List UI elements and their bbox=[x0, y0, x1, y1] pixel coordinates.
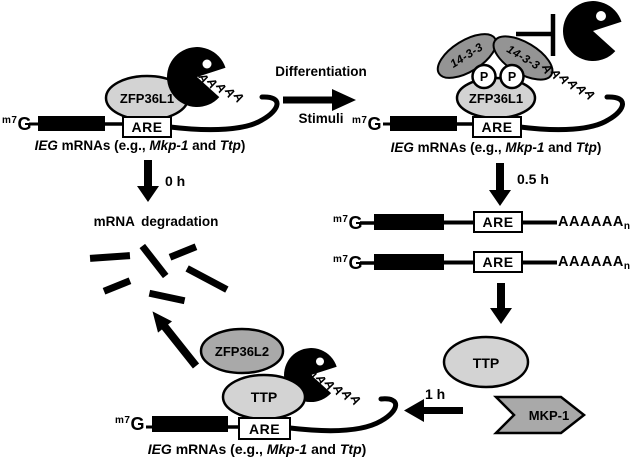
arrow-upleft-degradation bbox=[152, 311, 200, 369]
mrna-loop-curve bbox=[167, 94, 280, 133]
cap-g: G bbox=[367, 114, 382, 134]
exon-bar bbox=[38, 116, 105, 131]
ieg-caption-part: Mkp-1 bbox=[505, 140, 545, 155]
ieg-caption-part: Mkp-1 bbox=[266, 441, 308, 457]
exon-bar bbox=[390, 116, 457, 131]
arrow-down-05h bbox=[489, 163, 511, 206]
arrow-left-1h bbox=[404, 399, 463, 422]
ieg-caption-bottom: IEG mRNAs (e.g., Mkp-1 and Ttp) bbox=[112, 441, 402, 457]
cap-m7g: m7G bbox=[333, 251, 362, 272]
ttp-label: TTP bbox=[472, 355, 500, 371]
ieg-caption-part: Ttp bbox=[339, 441, 362, 457]
ieg-caption-part: Mkp-1 bbox=[149, 138, 189, 153]
exon-bar bbox=[152, 416, 228, 432]
pacman-exonuclease-icon bbox=[562, 1, 622, 62]
exon-bar bbox=[374, 254, 444, 270]
are-label: ARE bbox=[482, 214, 514, 230]
zfp36l1-label: ZFP36L1 bbox=[468, 91, 524, 106]
ieg-caption-part: ) bbox=[240, 138, 246, 153]
zfp36l1-label: ZFP36L1 bbox=[119, 91, 175, 106]
exon-bar bbox=[374, 214, 444, 230]
polya-letters: AAAAAA bbox=[558, 254, 624, 270]
ieg-caption-topright: IEG mRNAs (e.g., Mkp-1 and Ttp) bbox=[378, 140, 614, 155]
cap-g: G bbox=[17, 114, 32, 134]
ieg-caption-part: ) bbox=[596, 140, 602, 155]
pacman-eye-icon bbox=[202, 59, 212, 69]
cap-m7-sup: m7 bbox=[352, 115, 368, 126]
differentiation-label: Differentiation bbox=[275, 64, 367, 79]
mrna-degradation-label: mRNA degradation bbox=[93, 214, 219, 229]
cap-m7-sup: m7 bbox=[333, 254, 349, 265]
rna-fragment bbox=[102, 277, 132, 295]
phosphate-label: P bbox=[507, 69, 517, 84]
ieg-caption-part: and bbox=[544, 140, 576, 155]
are-box: ARE bbox=[472, 116, 522, 138]
are-label: ARE bbox=[482, 254, 514, 270]
rna-fragment bbox=[139, 243, 169, 279]
phosphate-circle bbox=[499, 63, 525, 90]
phosphate-label: P bbox=[479, 69, 489, 84]
cap-g: G bbox=[348, 213, 363, 233]
zfp36l2-label: ZFP36L2 bbox=[214, 344, 270, 359]
ieg-caption-topleft: IEG mRNAs (e.g., Mkp-1 and Ttp) bbox=[6, 138, 274, 153]
ieg-caption-part: mRNAs (e.g., bbox=[57, 138, 150, 153]
ttp-label: TTP bbox=[250, 389, 278, 405]
arrow-down-mid bbox=[490, 283, 512, 324]
are-label: ARE bbox=[131, 119, 163, 135]
rna-fragment bbox=[185, 265, 229, 293]
pacman-eye-icon bbox=[596, 11, 606, 21]
differentiation-arrow bbox=[283, 89, 356, 111]
mrna-loop-curve bbox=[517, 94, 625, 133]
are-box: ARE bbox=[122, 116, 172, 138]
ieg-caption-part: IEG bbox=[147, 441, 172, 457]
cap-m7g: m7G bbox=[2, 112, 31, 133]
cap-g: G bbox=[348, 253, 363, 273]
ieg-caption-part: mRNAs (e.g., bbox=[413, 140, 506, 155]
cap-m7-sup: m7 bbox=[115, 415, 131, 426]
zfp36l2-oval bbox=[199, 327, 285, 375]
arrow-down-0h bbox=[137, 160, 159, 202]
are-box: ARE bbox=[473, 251, 523, 273]
polya-subscript-n: n bbox=[623, 261, 631, 272]
polya-subscript-n: n bbox=[623, 221, 631, 232]
rna-fragment bbox=[168, 243, 198, 261]
phosphate-circle bbox=[471, 63, 497, 90]
rna-fragment bbox=[89, 252, 131, 262]
stimuli-label: Stimuli bbox=[298, 111, 344, 126]
time-label-1h: 1 h bbox=[425, 386, 446, 402]
pacman-eye-icon bbox=[316, 357, 324, 366]
ieg-caption-part: and bbox=[188, 138, 220, 153]
mkp1-banner bbox=[492, 395, 587, 435]
mrna-loop-curve bbox=[287, 396, 399, 434]
ieg-caption-part: mRNAs (e.g., bbox=[171, 441, 267, 457]
are-label: ARE bbox=[481, 119, 513, 135]
cap-g: G bbox=[130, 414, 145, 434]
mkp1-label: MKP-1 bbox=[528, 408, 570, 423]
cap-m7g: m7G bbox=[333, 211, 362, 232]
ieg-caption-part: Ttp bbox=[219, 138, 241, 153]
time-label-05h: 0.5 h bbox=[517, 171, 549, 187]
rna-fragment bbox=[148, 289, 186, 305]
ieg-caption-part: ) bbox=[361, 441, 367, 457]
are-box: ARE bbox=[238, 417, 291, 440]
polya-tail-row: AAAAAAn bbox=[558, 214, 630, 232]
are-box: ARE bbox=[473, 211, 523, 233]
are-label: ARE bbox=[248, 420, 281, 437]
cap-m7g: m7G bbox=[115, 412, 144, 433]
cap-m7-sup: m7 bbox=[333, 214, 349, 225]
ttp-oval bbox=[442, 335, 530, 389]
time-label-0h: 0 h bbox=[165, 173, 186, 189]
polya-tail-row: AAAAAAn bbox=[558, 254, 630, 272]
ieg-caption-part: and bbox=[307, 441, 340, 457]
cap-m7-sup: m7 bbox=[2, 115, 18, 126]
cap-m7g: m7G bbox=[352, 112, 381, 133]
ieg-caption-part: IEG bbox=[390, 140, 414, 155]
ieg-caption-part: IEG bbox=[34, 138, 58, 153]
ieg-caption-part: Ttp bbox=[575, 140, 597, 155]
polya-letters: AAAAAA bbox=[558, 214, 624, 230]
